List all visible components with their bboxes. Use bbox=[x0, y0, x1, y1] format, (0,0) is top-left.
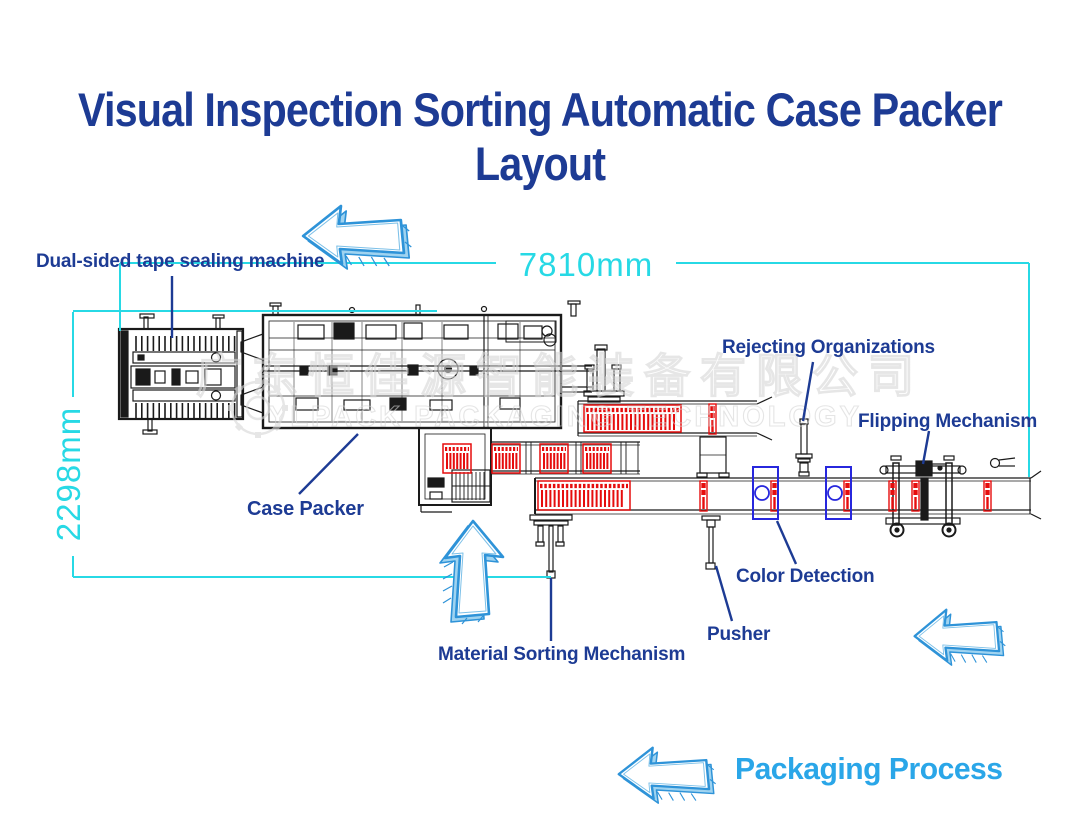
label-material-sorting: Material Sorting Mechanism bbox=[438, 644, 686, 665]
label-flipping-mechanism: Flipping Mechanism bbox=[858, 411, 1038, 432]
label-color-detection: Color Detection bbox=[736, 566, 875, 587]
top-conveyor-drawing bbox=[577, 396, 773, 478]
page-title-line2: Layout bbox=[474, 137, 606, 191]
label-tape-sealing-machine: Dual-sided tape sealing machine bbox=[36, 251, 325, 272]
return-arrow-icon bbox=[913, 608, 1007, 667]
case-packer-drawing bbox=[240, 300, 592, 430]
height-dimension-label: 2298mm bbox=[50, 406, 87, 542]
width-dimension-label: 7810mm bbox=[518, 246, 654, 283]
material-sorting-drawing bbox=[529, 514, 573, 579]
process-arrow-icon bbox=[617, 746, 717, 805]
pusher-drawing bbox=[701, 515, 721, 570]
tower-drawing bbox=[418, 427, 640, 513]
rejecting-pin-drawing bbox=[795, 418, 813, 477]
label-pusher: Pusher bbox=[707, 624, 771, 645]
page-title: Visual Inspection Sorting Automatic Case… bbox=[0, 83, 1080, 190]
flipping-mechanism-drawing bbox=[879, 455, 967, 538]
packaging-process-label: Packaging Process bbox=[735, 751, 1003, 786]
machine-drawing bbox=[117, 300, 1042, 579]
watermark: 广东恒佳源智能装备有限公司 YLPACK PACKAGING TECHNOLOG… bbox=[195, 349, 924, 438]
watermark-text-cn: 广东恒佳源智能装备有限公司 bbox=[196, 350, 924, 402]
sorting-arrow-icon bbox=[438, 519, 505, 626]
label-rejecting-organizations: Rejecting Organizations bbox=[722, 337, 935, 358]
label-case-packer: Case Packer bbox=[247, 498, 364, 520]
inspection-bottles bbox=[442, 402, 993, 513]
dimension-lines bbox=[72, 262, 1030, 578]
watermark-text-en: YLPACK PACKAGING TECHNOLOGY bbox=[268, 401, 862, 433]
color-detection-sensors bbox=[752, 466, 852, 520]
page-title-line1: Visual Inspection Sorting Automatic Case… bbox=[77, 83, 1003, 137]
reject-station-drawing bbox=[583, 344, 625, 403]
leader-lines bbox=[170, 276, 931, 641]
